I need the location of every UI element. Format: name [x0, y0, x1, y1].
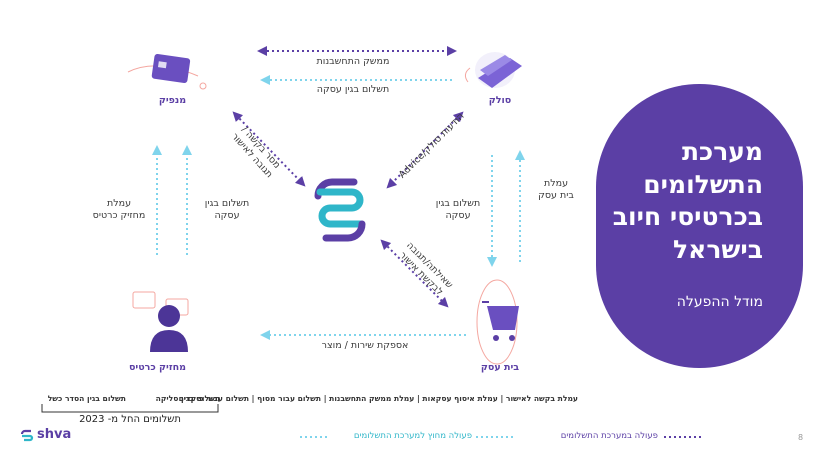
label-cardholder-fee-line2: מחזיק כרטיס [92, 209, 146, 221]
label-payment-top: תשלום בגין עסקה [316, 84, 390, 95]
label-service-supply: אספקת שירות / מוצר [321, 340, 409, 351]
shva-brand-text: shva [37, 427, 72, 442]
footer-period-label: תשלומים החל מ- 2023 [79, 414, 181, 425]
arrow-merchant-request [380, 239, 449, 308]
title-line-4: בישראל [673, 234, 763, 264]
arrow-issuer-authorization [232, 111, 306, 187]
shva-logo-mark [314, 178, 366, 242]
legend-outside-text: פעולה מחוץ למערכת התשלומים [353, 431, 472, 441]
label-cardholder-fee-line1: עמלת [106, 198, 132, 209]
person-icon [132, 291, 189, 352]
footer-failure-payment: תשלום בגין הסדר כשל [47, 394, 126, 403]
label-payment-right-line2: עסקה [445, 209, 471, 221]
arrow-acquirer-advice [386, 111, 464, 189]
node-acquirer-label: סולק [488, 95, 512, 106]
label-settlement-interface: ממשק התחשבנות [316, 56, 390, 67]
page-title: מערכת התשלומים בכרטיסי חיוב בישראל [593, 136, 763, 266]
title-line-1: מערכת [681, 137, 763, 166]
shopping-cart-icon [476, 279, 519, 365]
page-subtitle: מודל ההפעלה [676, 294, 763, 310]
node-merchant-label: בית עסק [480, 362, 520, 373]
label-payment-right-line1: תשלום בגין [435, 198, 481, 209]
label-payment-left-line1: תשלום בגין [204, 198, 250, 209]
label-payment-left-line2: עסקה [214, 209, 240, 221]
title-line-2: התשלומים [643, 169, 763, 199]
page-number: 8 [798, 433, 804, 442]
footer-fees-row: עמלת בקשה לאישור | עמלת איסוף עסקאות | ע… [178, 394, 578, 403]
node-issuer-label: מנפיק [158, 95, 187, 106]
label-cardholder-fee: עמלת מחזיק כרטיס [85, 198, 153, 222]
node-cardholder-label: מחזיק כרטיס [128, 362, 187, 373]
title-line-3: בכרטיסי חיוב [612, 202, 763, 231]
label-merchant-fee: עמלת בית עסק [526, 178, 586, 202]
footer-settlement-payment: תשלום בגין סליקה [155, 394, 220, 403]
shva-brand-logo: shva [20, 427, 80, 445]
title-pill: מערכת התשלומים בכרטיסי חיוב בישראל מודל … [596, 84, 803, 368]
legend-inside-text: פעולה במערכת התשלומים [560, 431, 658, 441]
label-payment-right: תשלום בגין עסקה [428, 198, 488, 222]
label-payment-left: תשלום בגין עסקה [197, 198, 257, 222]
label-merchant-fee-line2: בית עסק [538, 189, 574, 201]
label-merchant-fee-line1: עמלת [543, 178, 569, 189]
payment-terminal-icon [464, 52, 522, 88]
period-bracket [41, 404, 219, 413]
credit-card-icon [127, 53, 207, 90]
shva-small-icon [20, 429, 34, 442]
